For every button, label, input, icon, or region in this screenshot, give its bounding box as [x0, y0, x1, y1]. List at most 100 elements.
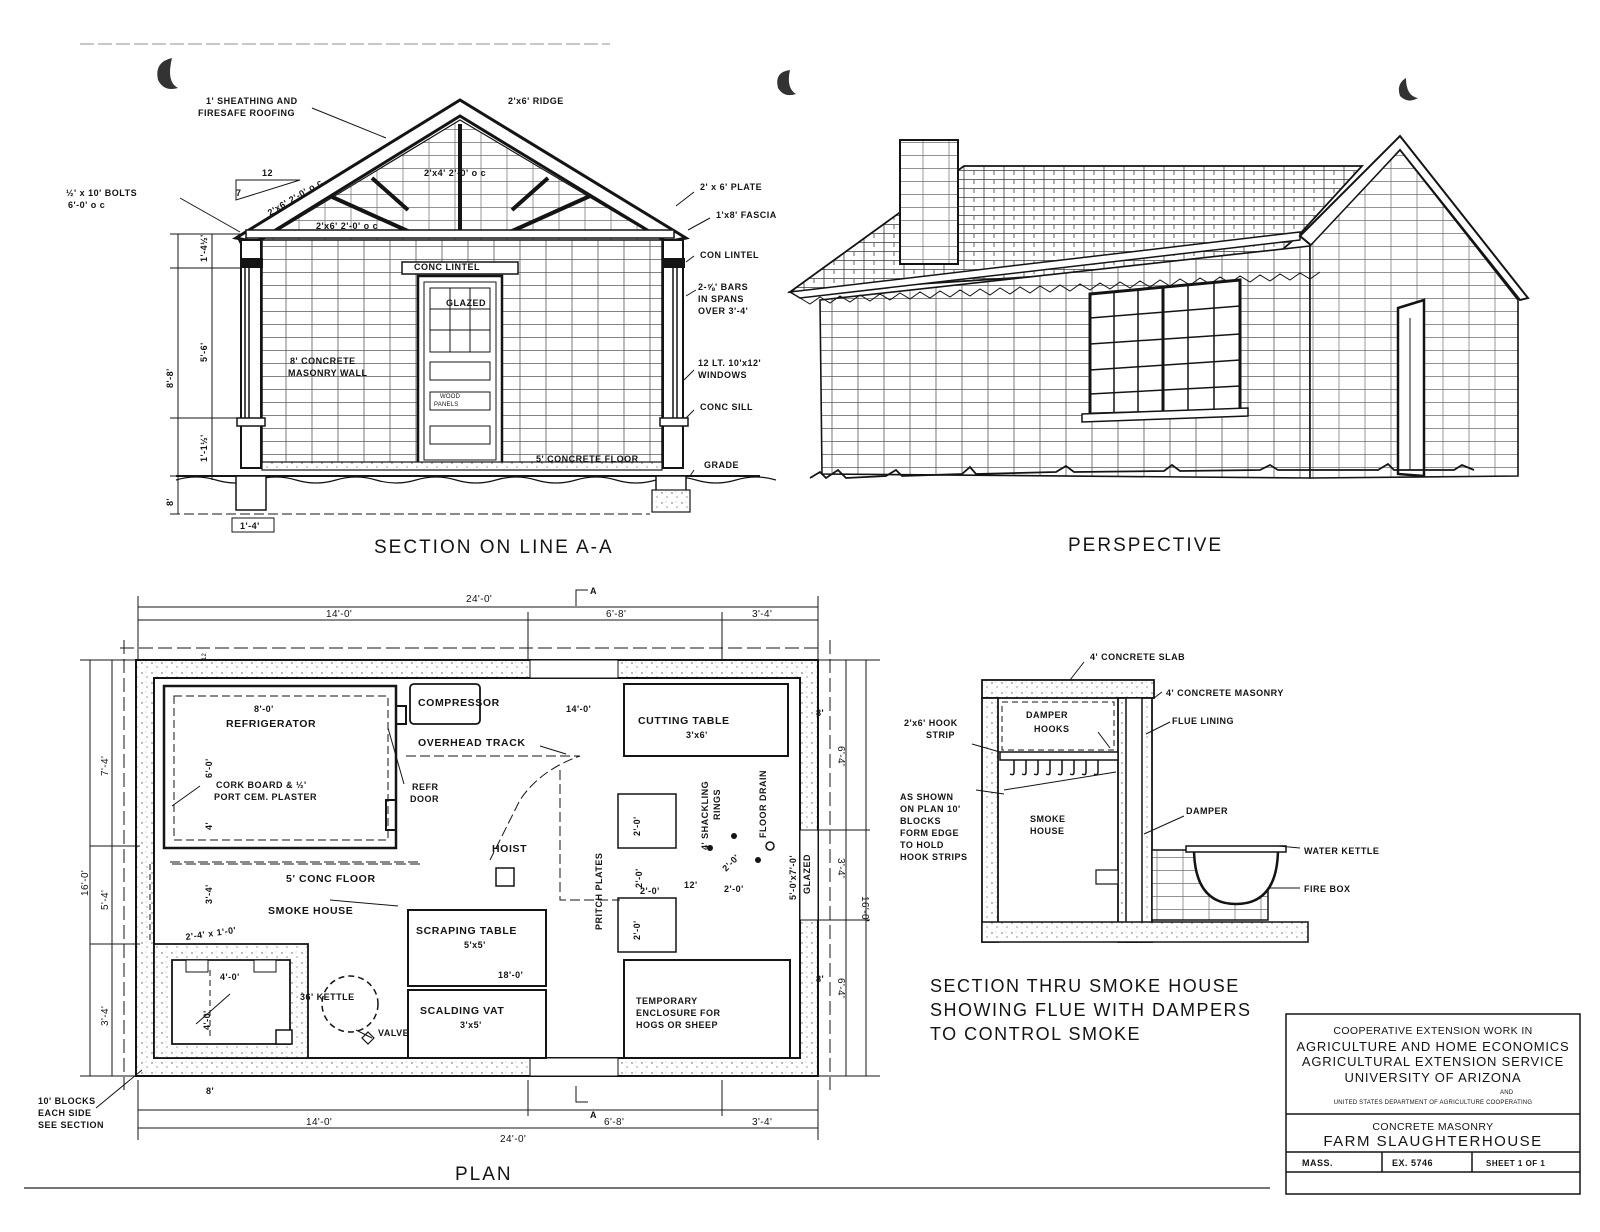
section-a-a-drawing: 1' SHEATHING AND FIRESAFE ROOFING 2'x6' …	[66, 96, 777, 558]
wall-label: 8' CONCRETE	[290, 356, 356, 366]
as-shown-5: TO HOLD	[900, 840, 944, 850]
truss-members	[329, 124, 591, 234]
dim-right-2: 3'-4'	[835, 858, 846, 878]
valve-label: VALVE	[378, 1028, 409, 1038]
enclosure-label-2: ENCLOSURE FOR	[636, 1008, 721, 1018]
vat-dim: 18'-0'	[498, 970, 523, 980]
dim-bottom-3: 3'-4'	[752, 1117, 772, 1128]
bolts-label: ½' x 10' BOLTS	[66, 188, 137, 198]
hoist-label: HOIST	[492, 843, 527, 855]
subject-label: CONCRETE MASONRY	[1372, 1121, 1493, 1133]
smoke-caption-2: SHOWING FLUE WITH DAMPERS	[930, 1000, 1252, 1020]
dim-right-total: 16'-0'	[859, 896, 870, 922]
bars-label: 2-⅝' BARS	[698, 282, 748, 292]
hook-strip	[999, 751, 1119, 761]
fire-box-label: FIRE BOX	[1304, 884, 1351, 894]
dim-bottom-1: 14'-0'	[306, 1117, 332, 1128]
title-block: COOPERATIVE EXTENSION WORK IN AGRICULTUR…	[1285, 1013, 1581, 1195]
smoke-caption-3: TO CONTROL SMOKE	[930, 1024, 1141, 1044]
dim-12: 12	[202, 652, 208, 660]
wall-label-2: MASONRY WALL	[288, 368, 368, 378]
slope-rise-label: 7	[236, 188, 242, 198]
door-lintel	[401, 261, 519, 275]
conc-floor-label: 5' CONC FLOOR	[286, 873, 376, 885]
scraping-table-size: 5'x5'	[464, 940, 486, 950]
smoke-caption-1: SECTION THRU SMOKE HOUSE	[930, 976, 1240, 996]
masonry-label: 4' CONCRETE MASONRY	[1166, 688, 1284, 698]
smoke-house-4ft-b: 4'-0'	[202, 1010, 212, 1030]
smoke-house-label: SMOKE HOUSE	[268, 905, 353, 917]
pritch-dim-b: 2'-0'	[634, 868, 644, 888]
smoke-floor	[981, 921, 1309, 943]
flue-lining	[1125, 697, 1143, 943]
fascia-label: 1'x8' FASCIA	[716, 210, 777, 220]
dim-left-3: 3'-4'	[100, 1006, 111, 1026]
side-door	[1396, 298, 1426, 478]
floor-label: 5' CONCRETE FLOOR	[536, 454, 639, 464]
title-line-3: AGRICULTURAL EXTENSION SERVICE	[1302, 1054, 1564, 1069]
shackling-rings-label: 4' SHACKLING	[700, 781, 710, 850]
cork-label: CORK BOARD & ½'	[216, 780, 307, 790]
pritch-plate-1	[617, 793, 677, 849]
dim-8-c: 8'	[206, 1086, 214, 1096]
refrigerator-4ft: 4'	[204, 822, 214, 830]
scraping-table	[407, 909, 547, 987]
title-and: AND	[1500, 1090, 1514, 1096]
shackling-rings	[707, 833, 761, 863]
pritch-plates-label: PRITCH PLATES	[594, 853, 604, 930]
plate-label: 2' x 6' PLATE	[700, 182, 762, 192]
windows-label-2: WINDOWS	[698, 370, 747, 380]
kettle	[321, 975, 379, 1033]
scalding-vat-size: 3'x5'	[460, 1020, 482, 1030]
hook-strip-label: 2'x6' HOOK	[904, 718, 958, 728]
pritch-dim-c: 2'-0'	[640, 886, 660, 896]
dim-8-a: 8'	[816, 708, 824, 718]
as-shown-6: HOOK STRIPS	[900, 852, 968, 862]
pritch-dim-a: 2'-0'	[632, 816, 642, 836]
drawing-title: FARM SLAUGHTERHOUSE	[1323, 1133, 1542, 1150]
section-marker-bottom: A	[590, 1110, 597, 1120]
ground-line	[809, 462, 1475, 480]
dim-overall-bottom: 24'-0'	[500, 1134, 526, 1145]
wood-label: WOOD	[440, 394, 461, 400]
ring-dim-b: 2'-0'	[724, 884, 744, 894]
panels-label: PANELS	[434, 402, 458, 408]
hook-strip-label-2: STRIP	[926, 730, 955, 740]
roofing-label: FIRESAFE ROOFING	[198, 108, 295, 118]
dim-8-b: 8'	[816, 974, 824, 984]
state-code: MASS.	[1302, 1158, 1333, 1168]
cutting-table-label: CUTTING TABLE	[638, 715, 730, 727]
refr-door-label: REFR	[412, 782, 439, 792]
damper-hooks-label-2: HOOKS	[1034, 724, 1070, 734]
footing-left	[235, 475, 267, 511]
dim-top-3: 3'-4'	[752, 609, 772, 620]
dim-mid: 5'-6'	[199, 342, 209, 362]
smoke-house-section-label: SMOKE	[1030, 814, 1066, 824]
floor-plan-drawing: 24'-0' A 14'-0' 6'-8' 3'-4' 14'-0' 6'-8'…	[38, 586, 880, 1185]
title-line-1: COOPERATIVE EXTENSION WORK IN	[1333, 1025, 1532, 1037]
as-shown-4: FORM EDGE	[900, 828, 959, 838]
overhead-track-label: OVERHEAD TRACK	[418, 737, 526, 749]
windows-label: 12 LT. 10'x12'	[698, 358, 761, 368]
glazed-door-label: GLAZED	[802, 854, 812, 894]
cutting-table	[623, 683, 789, 757]
as-shown-1: AS SHOWN	[900, 792, 954, 802]
track-dim: 14'-0'	[566, 704, 591, 714]
section-marker-top: A	[590, 586, 597, 596]
concrete-floor	[261, 461, 663, 471]
dim-footing-width: 1'-4'	[240, 521, 260, 531]
temporary-enclosure	[623, 959, 791, 1059]
drawing-number: EX. 5746	[1392, 1158, 1433, 1168]
dim-right-3: 6'-4'	[835, 978, 846, 998]
smoke-slab	[981, 679, 1155, 699]
smoke-wall-left	[981, 697, 999, 943]
water-kettle	[1192, 846, 1280, 906]
plaster-label: PORT CEM. PLASTER	[214, 792, 317, 802]
dim-top-1: 14'-0'	[326, 609, 352, 620]
title-line-5: UNITED STATES DEPARTMENT OF AGRICULTURE …	[1334, 1100, 1533, 1106]
conc-lintel-label: CONC LINTEL	[414, 262, 480, 272]
ring-dim-12: 12'	[684, 880, 698, 890]
blocks-see-label: SEE SECTION	[38, 1120, 104, 1130]
scalding-vat-label: SCALDING VAT	[420, 1005, 504, 1017]
dim-left-2: 5'-4'	[100, 890, 111, 910]
